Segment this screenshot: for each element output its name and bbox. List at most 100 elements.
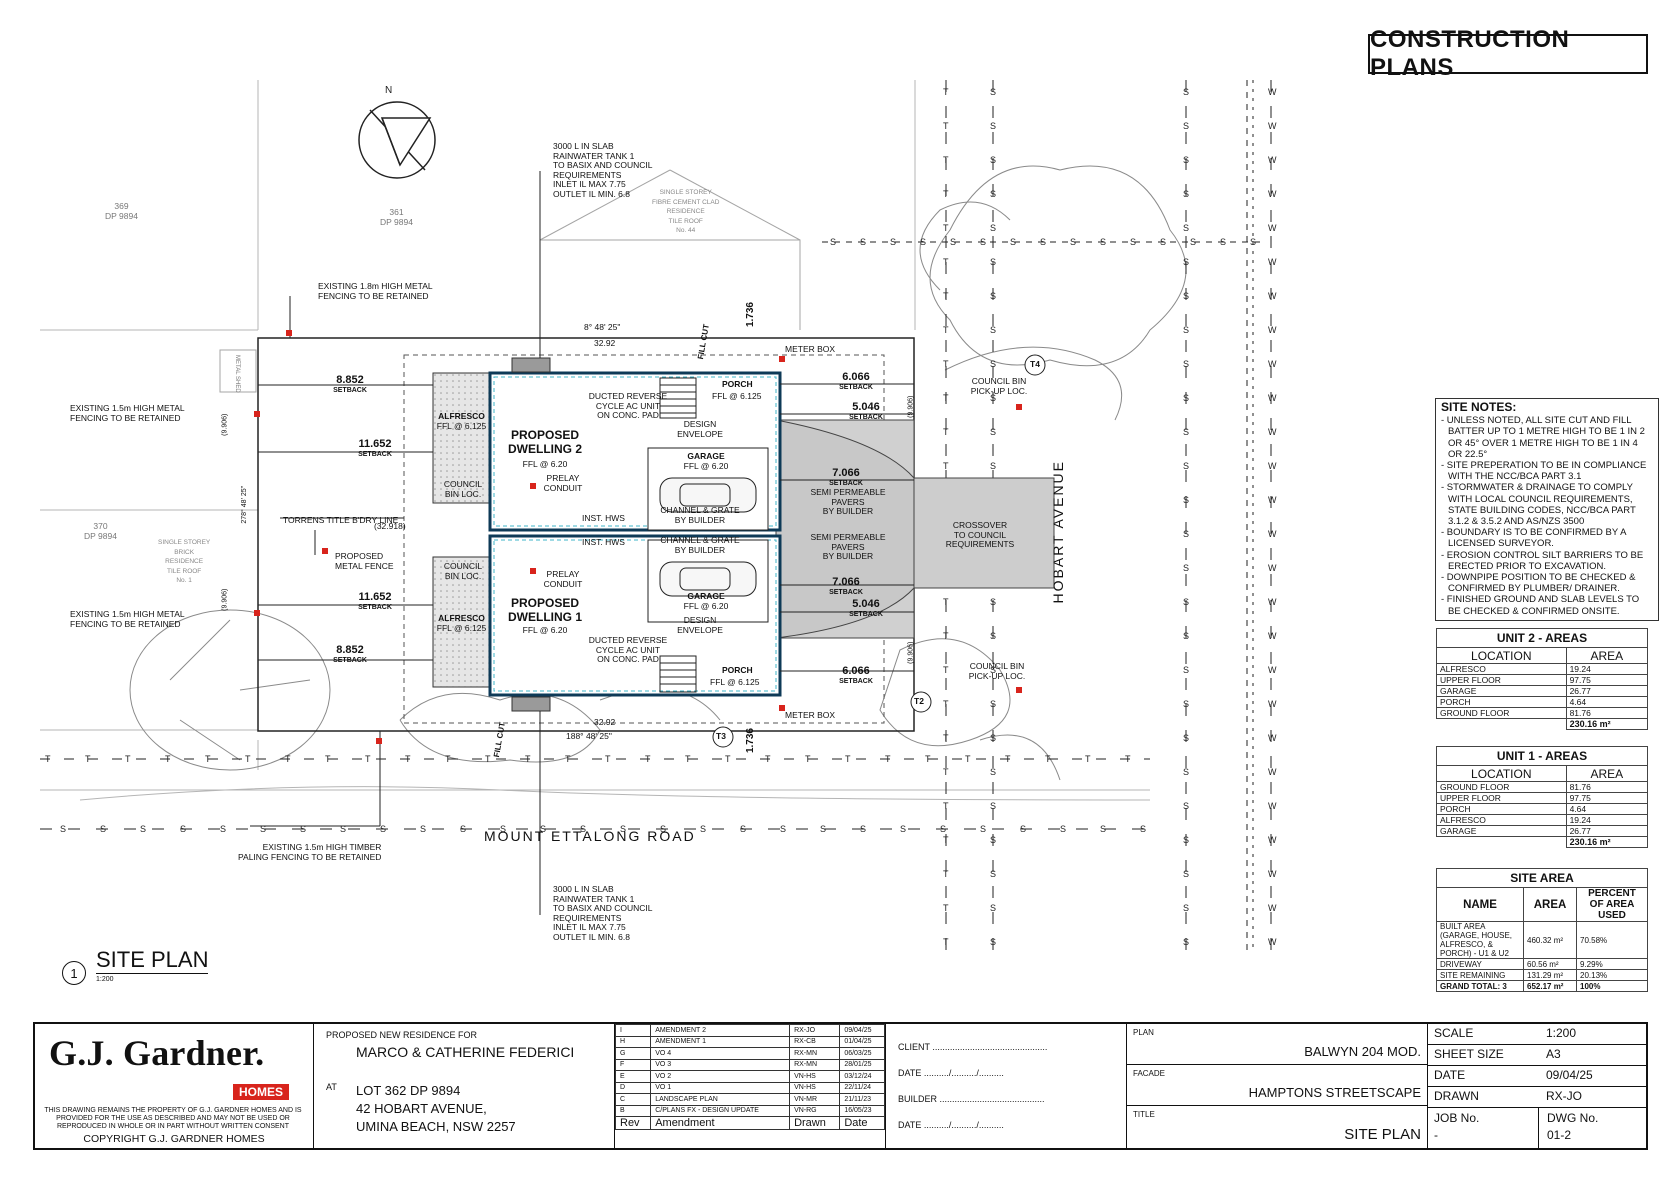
service-marker: S	[380, 824, 386, 834]
service-marker: S	[1183, 869, 1189, 879]
service-marker: T	[943, 597, 949, 607]
text-line: TO BASIX AND COUNCIL	[553, 903, 653, 913]
drawn-header: Drawn	[789, 1116, 841, 1130]
service-marker: S	[990, 631, 996, 641]
site-notes-panel: SITE NOTES: - UNLESS NOTED, ALL SITE CUT…	[1435, 398, 1659, 621]
text-line: CROSSOVER	[952, 520, 1008, 530]
site-area-cell: 131.29 m²	[1523, 969, 1577, 981]
text-line: DUCTED REVERSE	[588, 635, 668, 645]
revision-cell: F	[614, 1058, 652, 1071]
service-marker: S	[460, 824, 466, 834]
service-marker: W	[1268, 427, 1277, 437]
text-line: CHANNEL & GRATE	[660, 535, 740, 545]
revision-cell: VN-RG	[789, 1104, 841, 1117]
area-cell: GROUND FLOOR	[1436, 781, 1567, 793]
service-marker: S	[140, 824, 146, 834]
area-cell: 19.24	[1565, 814, 1649, 826]
service-marker: S	[860, 237, 866, 247]
service-marker: T	[943, 461, 949, 471]
at-label: AT	[326, 1082, 337, 1092]
meter-box-top: METER BOX	[785, 344, 836, 354]
service-marker: W	[1268, 835, 1277, 845]
revision-cell: LANDSCAPE PLAN	[650, 1093, 791, 1106]
title-block: G.J. Gardner. HOMES THIS DRAWING REMAINS…	[33, 1022, 1648, 1150]
plan-value: BALWYN 204 MOD.	[1304, 1044, 1421, 1059]
service-marker: T	[943, 121, 949, 131]
text-line: FENCING TO BE RETAINED	[70, 618, 181, 629]
metal-shed-label: METAL SHED	[234, 355, 240, 393]
text-line: BIN LOC.	[444, 570, 482, 581]
svg-text:N: N	[385, 85, 392, 96]
service-marker: S	[1060, 824, 1066, 834]
torrens-title-label: TORRENS TITLE B'DRY LINE	[283, 515, 399, 525]
service-marker: S	[990, 801, 996, 811]
text-line: DWELLING 1	[508, 610, 582, 624]
dwelling-2-ffl: FFL @ 6.20	[522, 459, 568, 469]
job-value: -	[1434, 1128, 1438, 1142]
title-label: TITLE	[1133, 1110, 1155, 1119]
service-marker: S	[1183, 529, 1189, 539]
service-marker: S	[1183, 903, 1189, 913]
service-marker: W	[1268, 801, 1277, 811]
service-marker: T	[943, 903, 949, 913]
service-marker: W	[1268, 291, 1277, 301]
service-marker: S	[1190, 237, 1196, 247]
revision-cell: 16/05/23	[839, 1104, 885, 1117]
copyright: COPYRIGHT G.J. GARDNER HOMES	[83, 1133, 265, 1145]
service-marker: T	[943, 631, 949, 641]
service-marker: T	[525, 754, 531, 764]
service-marker: T	[943, 801, 949, 811]
service-marker: S	[740, 824, 746, 834]
service-marker: T	[943, 393, 949, 403]
revision-cell: 06/03/25	[839, 1047, 885, 1060]
service-marker: T	[943, 325, 949, 335]
signoff-cell: CLIENT .................................…	[886, 1024, 1127, 1148]
service-marker: S	[990, 461, 996, 471]
site-note-item: - UNLESS NOTED, ALL SITE CUT AND FILL BA…	[1441, 415, 1645, 460]
table-row: BUILT AREA (GARAGE, HOUSE, ALFRESCO, & P…	[1436, 921, 1648, 959]
service-marker: W	[1268, 563, 1277, 573]
site-area-cell: SITE REMAINING	[1436, 969, 1524, 981]
site-area-total-percent: 100%	[1576, 980, 1648, 992]
revision-cell: RX-MN	[789, 1058, 841, 1071]
date-label: DATE	[1434, 1068, 1466, 1082]
site-note-item: - SITE PREPERATION TO BE IN COMPLIANCE W…	[1441, 460, 1647, 483]
service-marker: T	[685, 754, 691, 764]
service-marker: T	[445, 754, 451, 764]
text-line: BY BUILDER	[674, 514, 726, 525]
marker-t4: T4	[1030, 359, 1040, 369]
dim-side: (32.918)	[374, 521, 406, 531]
dwelling-1-ffl: FFL @ 6.20	[522, 625, 568, 635]
north-arrow-icon: N	[358, 85, 436, 179]
service-marker: S	[700, 824, 706, 834]
text-line: BY BUILDER	[674, 544, 726, 555]
text-line: DUCTED REVERSE	[588, 391, 668, 401]
text-line: ON CONC. PAD	[597, 410, 659, 420]
service-marker: S	[990, 835, 996, 845]
revision-cell: 28/01/25	[839, 1058, 885, 1071]
sheet-size-value: A3	[1546, 1047, 1561, 1061]
service-marker: W	[1268, 733, 1277, 743]
service-marker: S	[1183, 121, 1189, 131]
service-marker: S	[1070, 237, 1076, 247]
service-marker: W	[1268, 359, 1277, 369]
service-marker: S	[1183, 563, 1189, 573]
service-marker: S	[990, 121, 996, 131]
service-marker: S	[990, 257, 996, 267]
meter-box-bottom: METER BOX	[785, 710, 836, 720]
text-line: DESIGN	[683, 615, 717, 625]
